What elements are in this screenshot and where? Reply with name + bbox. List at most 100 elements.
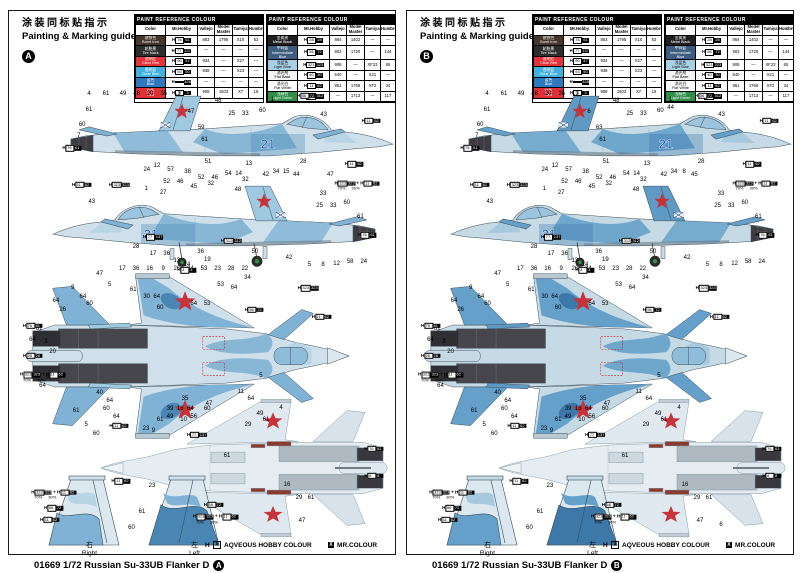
callout-number: 61 <box>262 417 270 423</box>
callout-number: 61 <box>483 106 491 113</box>
humbrol-cell: 65 <box>778 59 794 71</box>
callout-number: 9 <box>559 266 563 273</box>
callout-number: 5 <box>657 372 661 379</box>
mix-percentages: 70%30% <box>23 377 46 383</box>
callout-number: 23 <box>214 266 221 273</box>
callout-number: 51 <box>204 159 212 166</box>
callout-number: 32 <box>640 177 647 184</box>
mix-percentages: 70%30% <box>195 519 219 525</box>
callout-number: 33 <box>717 191 725 198</box>
callout-number: 10 <box>578 417 585 424</box>
callout-number: 13 <box>174 90 181 97</box>
callout-number: 34 <box>670 168 678 175</box>
callout-number: 14 <box>633 170 640 177</box>
paint-table-column-header: Vallejo <box>595 24 613 36</box>
callout-number: 52 <box>163 178 170 185</box>
callout-number: 23 <box>612 266 619 273</box>
callout-number: 29 <box>642 421 650 428</box>
aqueous-legend-item: H X AQVEOUS HOBBY COLOUR <box>603 541 710 549</box>
callout-number: 60 <box>203 406 211 413</box>
callout-number: 13 <box>571 257 579 264</box>
callout-number: 19 <box>602 256 609 263</box>
tamiya-cell: — <box>232 45 249 57</box>
callout-number: 44 <box>667 104 674 111</box>
callout-number: 64 <box>551 294 559 301</box>
paint-table-title: PAINT REFERENCE COLOUR <box>267 15 395 24</box>
callout-number: 33 <box>727 203 735 210</box>
callout-number: 47 <box>187 108 195 115</box>
tamiya-cell: X27 <box>630 55 647 68</box>
humbrol-cell: — <box>646 76 662 89</box>
callout-number: 40 <box>494 390 501 397</box>
callout-number: 61 <box>433 326 441 333</box>
callout-number: 56 <box>588 413 596 420</box>
callout-number: 61 <box>223 453 231 459</box>
callout-number: 28 <box>299 159 307 166</box>
callout-number: 28 <box>530 243 538 250</box>
callout-number: 48 <box>133 90 140 97</box>
humbrol-cell: 117 <box>778 90 794 103</box>
callout-number: 64 <box>153 294 161 301</box>
callout-number: 53 <box>601 301 609 308</box>
vallejo-cell: 906 <box>727 59 745 71</box>
vallejo-cell: 864 <box>727 34 745 47</box>
callout-number: 64 <box>628 285 636 292</box>
humbrol-cell: 117 <box>380 90 396 103</box>
callout-number: 53 <box>200 266 208 273</box>
tamiya-cell: — <box>762 45 779 61</box>
callout-number: 52 <box>561 178 568 185</box>
kit-caption-text: 01669 1/72 Russian Su-33UB Flanker D <box>34 560 210 571</box>
callout-number: 15 <box>282 168 290 175</box>
callout-number: 47 <box>298 517 306 524</box>
callout-number: 17 <box>547 251 555 258</box>
callout-number: 33 <box>242 111 249 118</box>
callout-number: 60 <box>476 121 484 128</box>
page-title-english: Painting & Marking guide <box>420 30 535 42</box>
callout-number: 33 <box>319 191 327 198</box>
callout-number: 11 <box>635 388 642 395</box>
paint-table-column-header: Model Master <box>612 24 631 36</box>
callout-number: 47 <box>603 400 611 407</box>
callout-number: 61 <box>536 509 544 516</box>
right-fin-label: 右 Right <box>479 541 496 558</box>
callout-number: 33 <box>640 111 647 118</box>
paint-table-column-header: Color <box>267 24 298 36</box>
callout-number: 53 <box>598 266 606 273</box>
callout-number: 61 <box>357 213 364 220</box>
title-block: 涂装同标贴指示 Painting & Marking guide B <box>420 18 535 64</box>
callout-number: 35 <box>181 396 189 402</box>
humbrol-cell: 144 <box>778 45 794 61</box>
callout-number: 59 <box>197 125 205 132</box>
callout-number: 32 <box>242 177 249 184</box>
callout-number: 64 <box>477 294 485 301</box>
callout-number: 16 <box>283 481 291 488</box>
callout-number: 16 <box>544 266 551 273</box>
paint-table-column-header: Model Master <box>346 24 365 36</box>
model-master-cell: — <box>612 66 631 78</box>
humbrol-cell: — <box>248 45 264 57</box>
